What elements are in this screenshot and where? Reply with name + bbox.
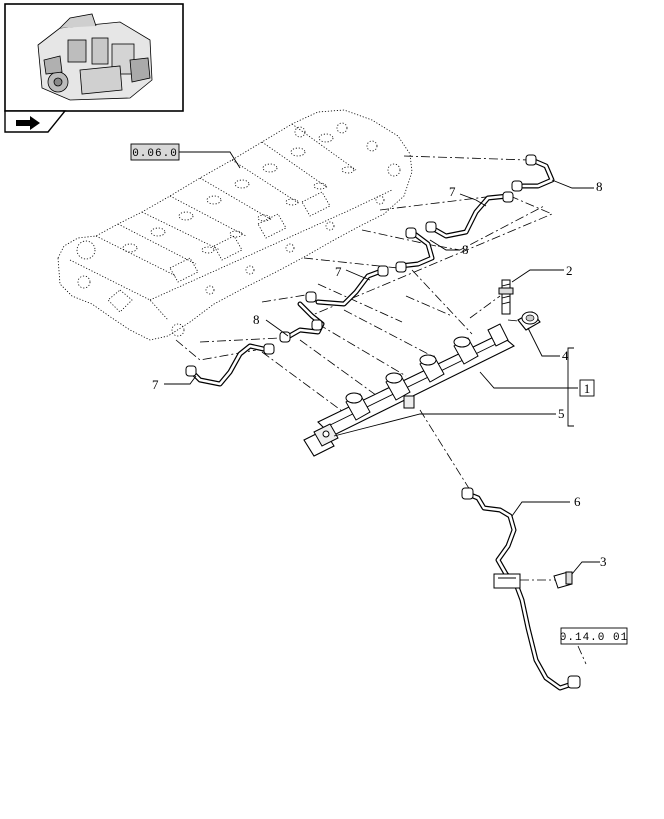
- callout-7-mid: 7: [335, 264, 342, 279]
- pressure-relief-valve[interactable]: [517, 311, 541, 331]
- callout-labels: 8 7 8 7 2 8 4 1 7 5 6 3: [152, 179, 607, 569]
- pressure-sensor[interactable]: [303, 423, 339, 457]
- pipe-clamp[interactable]: [493, 573, 521, 589]
- leader-lines: [164, 179, 600, 575]
- next-arrow-icon[interactable]: [4, 110, 67, 133]
- reference-box-top[interactable]: 0.06.0: [130, 143, 241, 169]
- svg-text:0.14.0 01: 0.14.0 01: [560, 632, 628, 644]
- callout-2: 2: [566, 263, 573, 278]
- callout-3: 3: [600, 554, 607, 569]
- callout-7-top: 7: [449, 184, 456, 199]
- callout-8-left: 8: [253, 312, 260, 327]
- clamp-bolt[interactable]: [553, 571, 573, 589]
- injector-pipe-2[interactable]: [425, 191, 514, 239]
- callout-7-left: 7: [152, 377, 159, 392]
- common-rail[interactable]: [317, 323, 515, 437]
- injector-pipe-5[interactable]: [279, 301, 325, 343]
- callout-1-box: 1: [579, 379, 595, 397]
- injector-pipe-4[interactable]: [305, 265, 389, 307]
- callout-8-mid: 8: [462, 242, 469, 257]
- callout-4: 4: [562, 348, 569, 363]
- callout-6: 6: [574, 494, 581, 509]
- svg-text:0.06.0: 0.06.0: [132, 148, 178, 160]
- callout-5: 5: [558, 406, 565, 421]
- stud-bolt[interactable]: [498, 279, 514, 315]
- injector-pipe-3[interactable]: [395, 227, 435, 273]
- high-pressure-pipe[interactable]: [461, 487, 581, 691]
- injector-pipe-top-right[interactable]: [511, 154, 555, 192]
- injector-pipe-6[interactable]: [185, 343, 275, 387]
- callout-8-top: 8: [596, 179, 603, 194]
- cylinder-head-phantom: [57, 109, 413, 341]
- svg-text:1: 1: [584, 381, 591, 396]
- reference-box-bottom[interactable]: 0.14.0 01: [560, 627, 628, 645]
- engine-thumbnail[interactable]: [4, 3, 184, 112]
